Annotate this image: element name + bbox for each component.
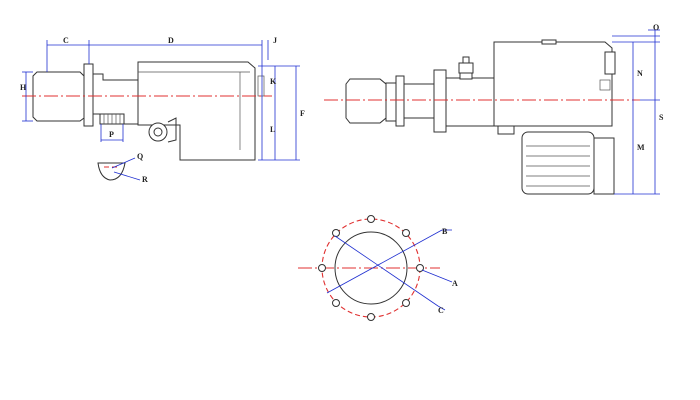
label-q: Q: [137, 152, 143, 161]
leader-a: [421, 269, 453, 283]
right-housing: [493, 41, 613, 127]
label-a: A: [452, 279, 458, 288]
right-side-box: [604, 51, 616, 75]
right-side-fitting: [599, 79, 611, 91]
flange-bolt-pattern: B A C: [298, 215, 458, 321]
right-body-front: [445, 77, 495, 127]
bolt-hole-6: [332, 299, 340, 307]
label-j: J: [273, 36, 277, 45]
bolt-hole-7: [318, 264, 326, 272]
leader-c-tail: [437, 305, 446, 311]
diameter-line-c: [334, 235, 439, 307]
label-r: R: [142, 175, 148, 184]
label-s: S: [659, 113, 664, 122]
motor-body: [521, 131, 595, 195]
bolt-hole-5: [367, 313, 375, 321]
right-flange: [395, 75, 405, 127]
leader-q: [111, 157, 136, 169]
label-m: M: [637, 143, 645, 152]
motor-terminal-box: [593, 137, 615, 195]
bolt-hole-4: [402, 299, 410, 307]
side-view: C D J H K L F P: [20, 36, 305, 161]
motor-end-hub: [153, 127, 163, 137]
diameter-line-b: [326, 229, 443, 294]
label-c-bottom: C: [438, 306, 444, 315]
top-pipe-nut: [459, 72, 473, 80]
label-b: B: [442, 227, 448, 236]
bolt-hole-2: [402, 229, 410, 237]
mounting-flange: [83, 63, 94, 127]
bolt-hole-3: [416, 264, 424, 272]
label-p: P: [109, 130, 114, 139]
label-c: C: [63, 36, 69, 45]
label-f: F: [300, 109, 305, 118]
burner-housing: [137, 61, 256, 161]
bolt-hole-8: [332, 229, 340, 237]
detail-segment: [97, 162, 126, 181]
top-pipe-fitting: [458, 62, 474, 74]
label-o: O: [653, 23, 659, 32]
bolt-hole-1: [367, 215, 375, 223]
label-n: N: [637, 69, 643, 78]
bottom-bracket: [497, 125, 515, 135]
label-k: K: [270, 77, 277, 86]
right-neck: [403, 83, 435, 119]
top-cap: [541, 39, 557, 45]
label-h: H: [20, 83, 27, 92]
top-pipe-cap: [462, 56, 470, 64]
label-l: L: [270, 125, 275, 134]
front-view: O N S M: [324, 23, 664, 195]
right-tube-collar: [385, 82, 397, 122]
motor-end-circle: [148, 122, 168, 142]
side-fitting: [257, 75, 265, 97]
detail-qr: Q R: [97, 152, 148, 184]
right-blast-tube: [345, 78, 387, 124]
blast-tube: [32, 71, 85, 122]
motor-bracket: [167, 117, 177, 143]
label-d: D: [168, 36, 174, 45]
leader-r: [113, 171, 141, 181]
right-ring-1: [433, 69, 447, 133]
